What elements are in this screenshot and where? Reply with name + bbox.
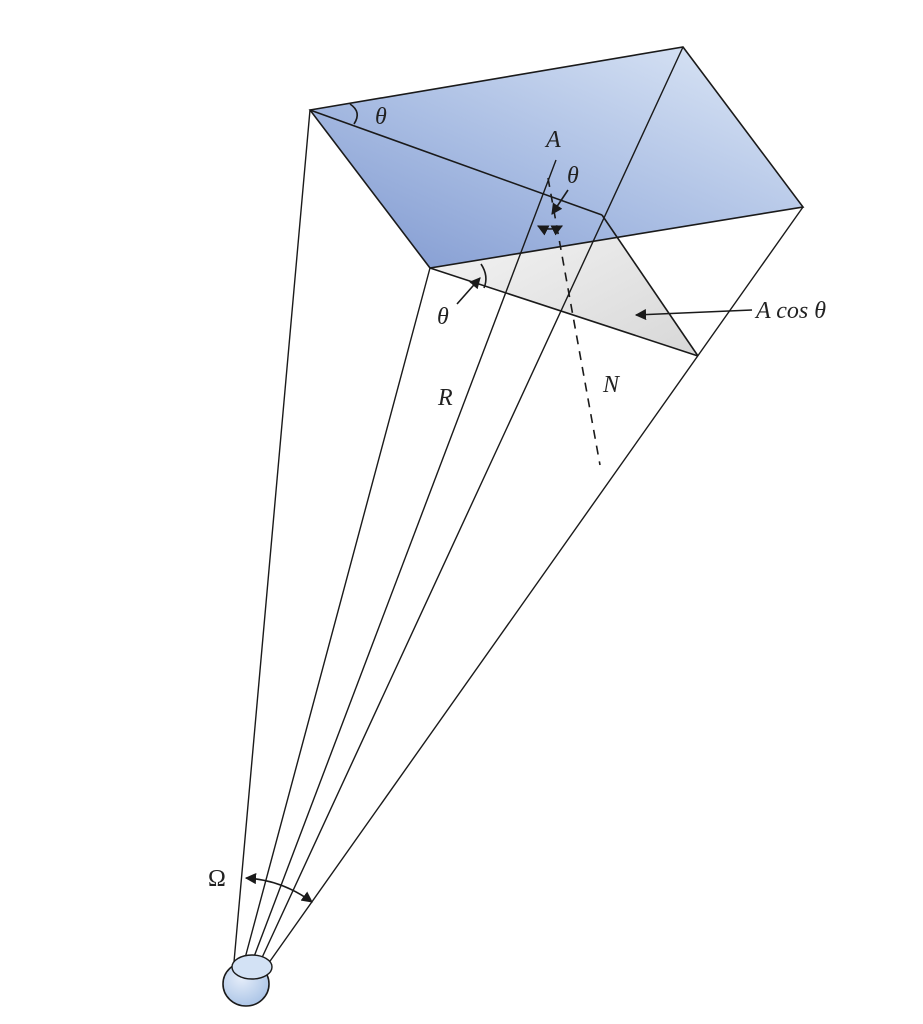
theta-leader-normal	[551, 189, 569, 215]
ray-bottom-right	[267, 206, 804, 965]
label-projected-area: A cos θ	[754, 298, 826, 324]
ray-top-left	[233, 109, 311, 963]
angle-arc-bottom-left	[480, 263, 487, 289]
label-theta-top-left: θ	[375, 104, 387, 130]
angle-arc-top-left	[349, 103, 358, 125]
label-solid-angle: Ω	[208, 866, 226, 892]
projection-edge-top	[309, 109, 603, 216]
label-normal: N	[602, 372, 621, 398]
eye-pupil-region	[231, 954, 273, 980]
tilted-surface	[310, 47, 803, 268]
ray-center	[251, 159, 557, 963]
ray-top-right	[259, 46, 684, 963]
label-area: A	[544, 127, 561, 153]
label-theta-normal: θ	[567, 163, 579, 189]
projected-area-leader	[634, 308, 753, 321]
ray-bottom-left	[243, 267, 431, 963]
projection-edge-right	[601, 214, 699, 357]
theta-leader-bottom-left	[456, 277, 481, 305]
angle-arc-normal	[536, 225, 564, 236]
label-distance: R	[437, 385, 453, 411]
solid-angle-arc	[244, 872, 313, 903]
label-theta-projected: θ	[437, 304, 449, 330]
